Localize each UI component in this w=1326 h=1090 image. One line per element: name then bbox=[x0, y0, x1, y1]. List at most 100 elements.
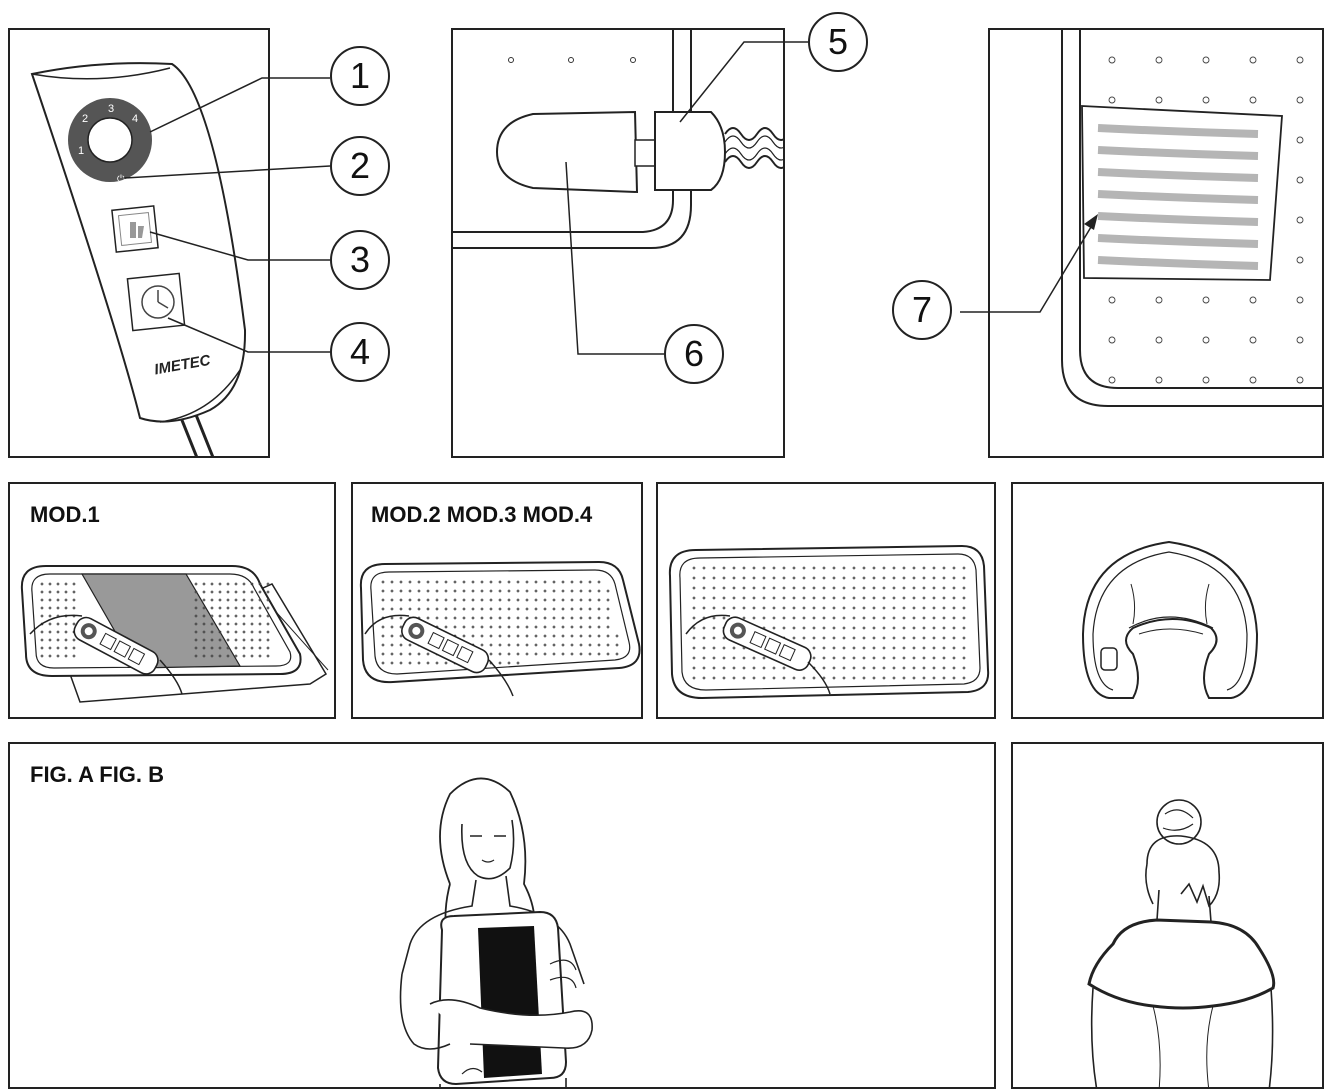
pad-dot bbox=[480, 598, 484, 602]
pad-dot bbox=[772, 626, 776, 630]
pad-dot bbox=[480, 625, 484, 629]
pad-dot bbox=[812, 586, 816, 590]
pad-dot bbox=[892, 656, 896, 660]
pad-dot bbox=[453, 598, 457, 602]
pad-dot bbox=[64, 598, 68, 602]
pad-dot bbox=[842, 606, 846, 610]
pad-dot bbox=[480, 616, 484, 620]
pad-dot bbox=[932, 586, 936, 590]
pad-dot bbox=[242, 654, 246, 658]
pad-dot bbox=[525, 589, 529, 593]
pad-dot bbox=[597, 634, 601, 638]
pad-dot bbox=[408, 580, 412, 584]
pad-dot bbox=[892, 576, 896, 580]
pad-dot bbox=[902, 656, 906, 660]
pad-dot bbox=[242, 582, 246, 586]
pad-dot bbox=[390, 634, 394, 638]
pad-dot bbox=[762, 576, 766, 580]
pad-dot bbox=[722, 566, 726, 570]
pad-dot bbox=[390, 643, 394, 647]
pad-dot bbox=[72, 622, 76, 626]
pad-dot bbox=[56, 590, 60, 594]
pad-dot bbox=[606, 616, 610, 620]
pad-dot bbox=[579, 589, 583, 593]
pad-dot bbox=[516, 598, 520, 602]
pad-dot bbox=[812, 636, 816, 640]
pad-dot bbox=[507, 598, 511, 602]
dial-number: 4 bbox=[132, 113, 138, 125]
pad-dot bbox=[390, 589, 394, 593]
pad-dot bbox=[218, 638, 222, 642]
pad-dot bbox=[952, 656, 956, 660]
callout-6: 6 bbox=[664, 324, 724, 384]
pad-dot bbox=[882, 586, 886, 590]
pad-dot bbox=[912, 586, 916, 590]
pad-dot bbox=[922, 676, 926, 680]
pad-dot bbox=[762, 656, 766, 660]
pad-dot bbox=[498, 616, 502, 620]
pad-dot bbox=[832, 636, 836, 640]
pad-dot bbox=[692, 656, 696, 660]
pad-dot bbox=[1296, 56, 1304, 64]
pad-dot bbox=[226, 598, 230, 602]
pad-dot bbox=[962, 586, 966, 590]
pad-dot bbox=[194, 598, 198, 602]
pad-dot bbox=[40, 630, 44, 634]
pad-dot bbox=[822, 666, 826, 670]
pad-dot bbox=[742, 586, 746, 590]
pad-dot bbox=[453, 616, 457, 620]
pad-dot bbox=[234, 590, 238, 594]
pad-dot bbox=[417, 589, 421, 593]
pad-dot bbox=[882, 616, 886, 620]
pad-dot bbox=[922, 666, 926, 670]
pad-dot bbox=[862, 576, 866, 580]
pad-dot bbox=[516, 643, 520, 647]
pad-dot bbox=[872, 636, 876, 640]
pad-dot bbox=[202, 654, 206, 658]
pad-dot bbox=[498, 661, 502, 665]
pad-dot bbox=[543, 652, 547, 656]
pad-dot bbox=[902, 646, 906, 650]
pad-dot bbox=[56, 646, 60, 650]
pad-dot bbox=[882, 566, 886, 570]
pad-dot bbox=[922, 576, 926, 580]
pad-dot bbox=[782, 606, 786, 610]
panel-fig-ab: FIG. A FIG. B bbox=[8, 742, 996, 1089]
pad-dot bbox=[692, 646, 696, 650]
pad-dot bbox=[64, 646, 68, 650]
pad-dot bbox=[742, 666, 746, 670]
pad-dot bbox=[792, 576, 796, 580]
pad-dot bbox=[852, 666, 856, 670]
pad-dot bbox=[942, 576, 946, 580]
pad-dot bbox=[606, 634, 610, 638]
pad-dot bbox=[552, 625, 556, 629]
pad-dot bbox=[922, 646, 926, 650]
pad-dot bbox=[399, 580, 403, 584]
pad-dot bbox=[480, 643, 484, 647]
pad-dot bbox=[242, 646, 246, 650]
pad-dot bbox=[712, 616, 716, 620]
pad-dot bbox=[702, 586, 706, 590]
pad-dot bbox=[822, 566, 826, 570]
pad-dot bbox=[552, 598, 556, 602]
pad-dot bbox=[902, 676, 906, 680]
pad-dot bbox=[64, 590, 68, 594]
pad-dot bbox=[1249, 376, 1257, 384]
pad-dot bbox=[762, 566, 766, 570]
pad-dot bbox=[64, 606, 68, 610]
pad-dot bbox=[732, 566, 736, 570]
pad-dot bbox=[426, 616, 430, 620]
pad-dot bbox=[942, 616, 946, 620]
label-mod1: MOD.1 bbox=[30, 502, 100, 527]
pad-dot bbox=[822, 576, 826, 580]
pad-dot bbox=[444, 598, 448, 602]
pad-dot bbox=[48, 654, 52, 658]
pad-dot bbox=[792, 606, 796, 610]
pad-dot bbox=[872, 676, 876, 680]
pad-dot bbox=[570, 589, 574, 593]
pad-dot bbox=[570, 598, 574, 602]
pad-dot bbox=[702, 576, 706, 580]
pad-dot bbox=[722, 666, 726, 670]
pad-dot bbox=[543, 580, 547, 584]
pad-dot bbox=[426, 598, 430, 602]
